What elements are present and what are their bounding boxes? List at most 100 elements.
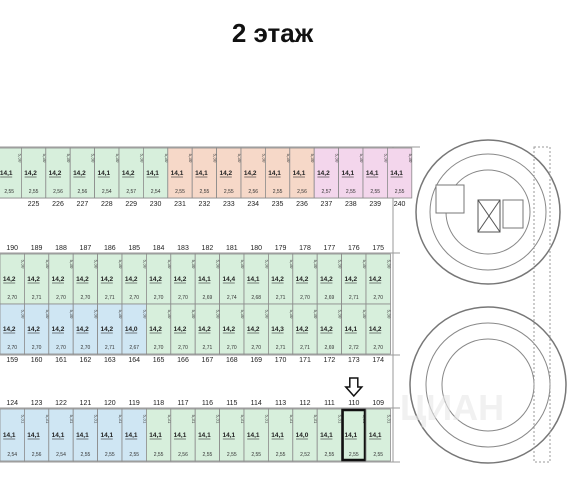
unit-box[interactable] bbox=[23, 303, 50, 355]
unit-box[interactable] bbox=[94, 147, 120, 199]
unit-box[interactable] bbox=[97, 408, 123, 462]
unit-box[interactable] bbox=[292, 408, 318, 462]
unit-box[interactable] bbox=[194, 303, 220, 355]
unit-box[interactable] bbox=[267, 408, 294, 462]
unit-box[interactable] bbox=[167, 147, 193, 199]
unit-cell[interactable]: 14,15,302,55 bbox=[0, 147, 22, 199]
unit-box[interactable] bbox=[365, 253, 391, 305]
unit-box[interactable] bbox=[362, 147, 388, 199]
unit-box[interactable] bbox=[243, 303, 269, 355]
unit-box[interactable] bbox=[341, 303, 367, 355]
unit-box[interactable] bbox=[341, 253, 367, 305]
unit-box[interactable] bbox=[170, 253, 196, 305]
unit-box[interactable] bbox=[0, 408, 25, 462]
unit-box[interactable] bbox=[97, 253, 123, 305]
unit-box[interactable] bbox=[191, 147, 217, 199]
unit-box[interactable] bbox=[170, 408, 196, 462]
selected-unit-outline[interactable] bbox=[341, 408, 367, 462]
unit-box[interactable] bbox=[219, 408, 245, 462]
unit-box[interactable] bbox=[365, 408, 391, 462]
unit-box[interactable] bbox=[365, 303, 391, 355]
unit-box[interactable] bbox=[386, 147, 413, 199]
unit-box[interactable] bbox=[170, 303, 196, 355]
unit-box[interactable] bbox=[145, 253, 172, 305]
unit-box[interactable] bbox=[142, 147, 169, 199]
unit-box[interactable] bbox=[267, 303, 294, 355]
unit-box[interactable] bbox=[292, 303, 318, 355]
unit-box[interactable] bbox=[45, 147, 71, 199]
unit-box[interactable] bbox=[194, 408, 220, 462]
unit-box[interactable] bbox=[240, 147, 266, 199]
unit-box[interactable] bbox=[316, 408, 343, 462]
unit-box[interactable] bbox=[216, 147, 242, 199]
unit-box[interactable] bbox=[289, 147, 315, 199]
unit-box[interactable] bbox=[20, 147, 47, 199]
unit-box[interactable] bbox=[97, 303, 123, 355]
unit-box[interactable] bbox=[121, 303, 147, 355]
unit-box[interactable] bbox=[145, 303, 172, 355]
unit-box[interactable] bbox=[338, 147, 364, 199]
unit-box[interactable] bbox=[23, 408, 50, 462]
unit-box[interactable] bbox=[219, 253, 245, 305]
unit-box[interactable] bbox=[72, 303, 98, 355]
unit-box[interactable] bbox=[243, 408, 269, 462]
unit-box[interactable] bbox=[69, 147, 95, 199]
unit-box[interactable] bbox=[48, 303, 74, 355]
unit-box[interactable] bbox=[0, 303, 25, 355]
unit-box[interactable] bbox=[267, 253, 294, 305]
